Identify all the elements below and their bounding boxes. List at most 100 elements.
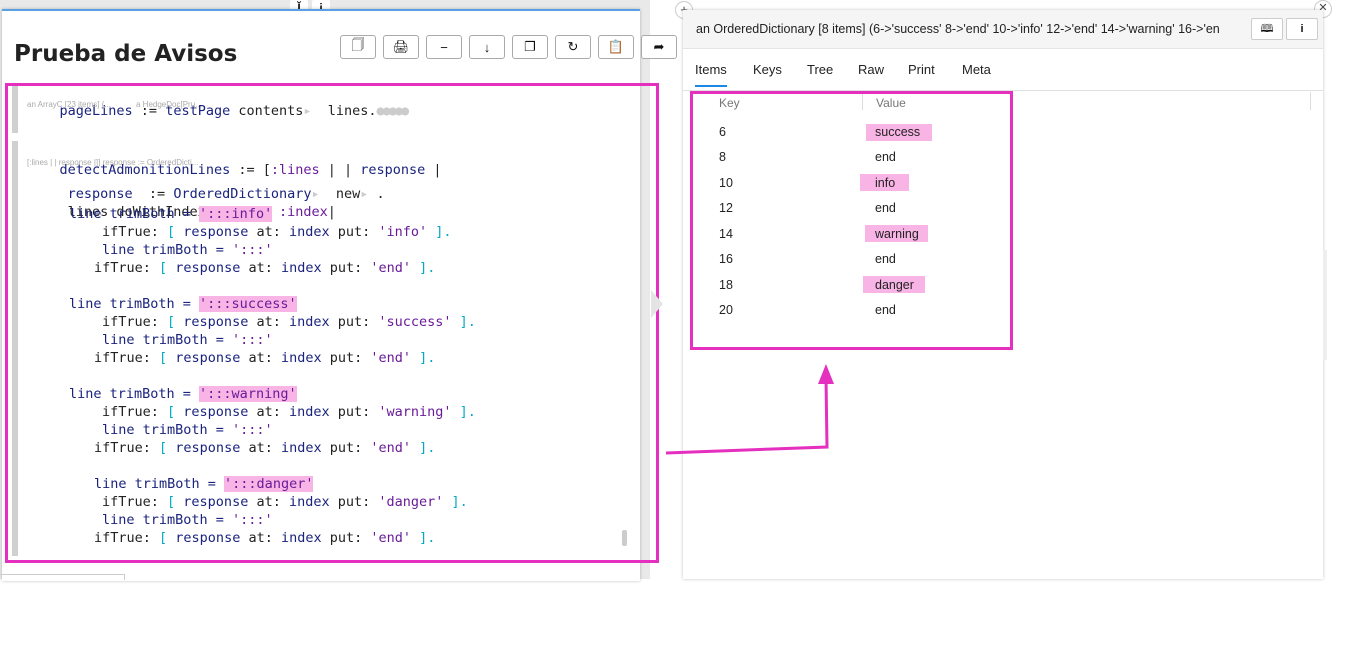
table-cell-key[interactable]: 18 (719, 278, 733, 292)
code-token: | (327, 204, 336, 220)
code-line: ifTrue: [ response at: index put: 'dange… (102, 494, 468, 510)
tab-print[interactable]: Print (908, 62, 935, 77)
code-token: [ (159, 440, 176, 456)
code-line: line trimBoth = ':::warning' (69, 386, 297, 402)
code-token: line trimBoth = (102, 242, 233, 258)
code-token: response (183, 314, 249, 330)
table-cell-key[interactable]: 12 (719, 201, 733, 215)
code-token: 'end' (370, 440, 412, 456)
minus-button[interactable]: − (426, 35, 462, 59)
code-snippet-detect[interactable]: detectAdmonitionLines := [:lines | | res… (12, 141, 626, 556)
inspector-tabs: Items Keys Tree Raw Print Meta (683, 56, 1323, 91)
refresh-button[interactable]: ↻ (555, 35, 591, 59)
code-token: ifTrue: (94, 260, 160, 276)
column-header-key[interactable]: Key (719, 96, 740, 110)
code-token: ifTrue: (94, 350, 160, 366)
table-cell-key[interactable]: 20 (719, 303, 733, 317)
code-token: ':::' (232, 332, 273, 348)
tab-raw[interactable]: Raw (858, 62, 885, 77)
share-button[interactable]: ➦ (641, 35, 677, 59)
code-token: put: (329, 494, 379, 510)
inspector-title: an OrderedDictionary [8 items] (6->'succ… (696, 22, 1220, 36)
code-token: testPage (165, 103, 231, 119)
code-scrollbar[interactable] (622, 530, 627, 546)
table-cell-key[interactable]: 16 (719, 252, 733, 266)
download-button[interactable]: ↓ (469, 35, 505, 59)
table-cell-value[interactable]: warning (875, 227, 919, 241)
column-header-value[interactable]: Value (876, 96, 906, 110)
tab-keys[interactable]: Keys (753, 62, 782, 77)
pane-splitter-icon[interactable] (651, 290, 663, 318)
tab-tree[interactable]: Tree (807, 62, 834, 77)
book-button[interactable]: 🕮 (1251, 18, 1283, 40)
table-cell-value[interactable]: end (875, 303, 896, 317)
code-token: response (59, 186, 133, 202)
refresh-icon: ↻ (567, 39, 579, 54)
code-token: response (175, 530, 241, 546)
code-token: response (360, 162, 426, 178)
code-token: line trimBoth = (69, 206, 200, 222)
annotation-box-table (690, 91, 1013, 350)
code-token: [ (167, 404, 184, 420)
code-line: ifTrue: [ response at: index put: 'end' … (94, 530, 435, 546)
tab-meta[interactable]: Meta (962, 62, 991, 77)
table-cell-key[interactable]: 6 (719, 125, 726, 139)
snippet-bar (12, 141, 18, 556)
copy-button[interactable]: 🗍 (340, 35, 376, 59)
code-line: ifTrue: [ response at: index put: 'succe… (102, 314, 476, 330)
code-token: at: (248, 314, 289, 330)
code-line: ifTrue: [ response at: index put: 'end' … (94, 260, 435, 276)
code-token: ]. (411, 350, 436, 366)
code-token: ]. (443, 494, 468, 510)
code-token: index (288, 494, 330, 510)
code-token: | | (319, 162, 361, 178)
code-line: line trimBoth = ':::' (102, 332, 273, 348)
code-token: line trimBoth = (69, 296, 200, 312)
table-cell-value[interactable]: success (875, 125, 921, 139)
table-cell-value[interactable]: end (875, 201, 896, 215)
page-title: Prueba de Avisos (14, 41, 238, 67)
table-cell-value[interactable]: info (875, 176, 896, 190)
inspector-scrollbar[interactable] (1323, 250, 1327, 360)
code-token: put: (321, 350, 371, 366)
code-token: ifTrue: (102, 404, 168, 420)
table-cell-key[interactable]: 8 (719, 150, 726, 164)
table-cell-value[interactable]: end (875, 252, 896, 266)
code-token: 'end' (370, 260, 412, 276)
table-cell-key[interactable]: 10 (719, 176, 733, 190)
code-line: detectAdmonitionLines := [:lines | | res… (27, 146, 442, 194)
code-token: [ (159, 260, 176, 276)
code-token: index (280, 350, 322, 366)
table-cell-key[interactable]: 14 (719, 227, 733, 241)
code-line: ifTrue: [ response at: index put: 'warni… (102, 404, 476, 420)
code-token: 'danger' (378, 494, 444, 510)
add-snippet-strip[interactable] (0, 574, 125, 580)
code-snippet-pagelines[interactable]: pageLines := testPage contents▸ lines.●●… (12, 83, 626, 133)
code-token: response (183, 224, 249, 240)
triangle-icon: ▸ (360, 186, 369, 202)
table-cell-value[interactable]: danger (875, 278, 914, 292)
code-token: at: (240, 530, 281, 546)
code-token: [ (167, 494, 184, 510)
code-token: [ (159, 530, 176, 546)
code-line: response := OrderedDictionary▸ new▸ . (27, 170, 385, 218)
code-token: :lines (270, 162, 320, 178)
code-line: line trimBoth = ':::' (102, 422, 273, 438)
info-icon: i (1300, 23, 1304, 35)
table-cell-value[interactable]: end (875, 150, 896, 164)
info-button[interactable]: i (1286, 18, 1318, 40)
code-token: lines doWithIndex: (59, 204, 223, 220)
code-token: line trimBoth = (102, 422, 233, 438)
code-token: new (319, 186, 361, 202)
code-token: ifTrue: (102, 224, 168, 240)
duplicate-button[interactable]: ❐ (512, 35, 548, 59)
code-token: detectAdmonitionLines (59, 162, 231, 178)
tab-items[interactable]: Items (695, 62, 727, 87)
value-highlight (863, 276, 925, 293)
inspector-pane: an OrderedDictionary [8 items] (6->'succ… (683, 10, 1323, 579)
code-token: ]. (411, 530, 436, 546)
print-button[interactable]: 🖨 (383, 35, 419, 59)
code-token: := (132, 103, 166, 119)
clipboard-button[interactable]: 📋 (598, 35, 634, 59)
code-token: [ (167, 224, 184, 240)
